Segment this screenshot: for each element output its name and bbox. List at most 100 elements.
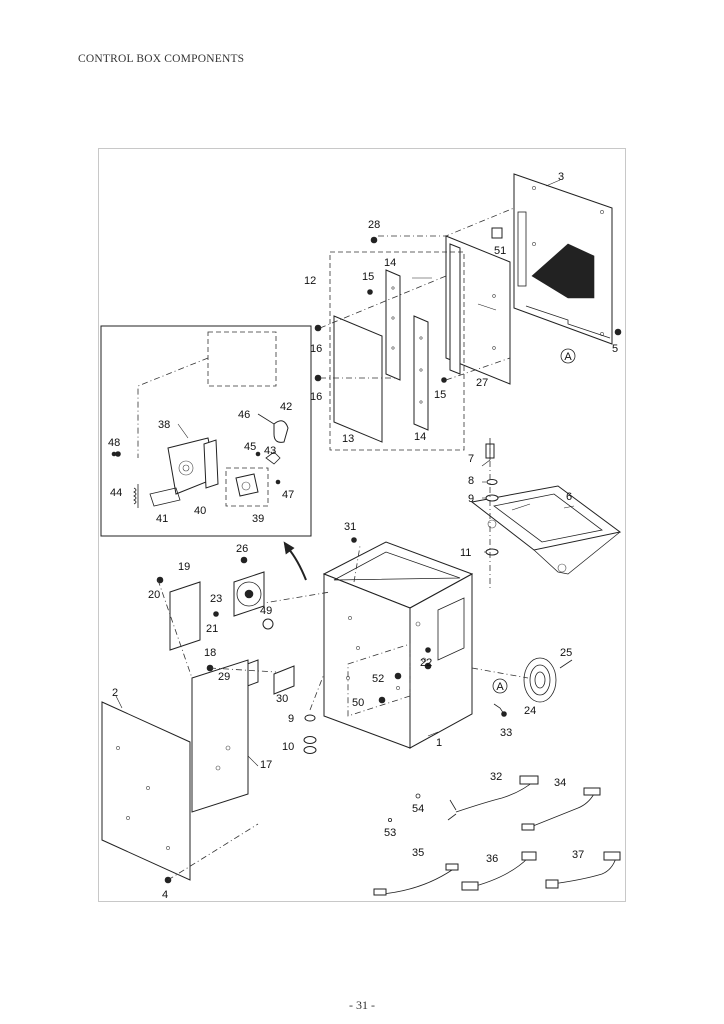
- callout-50: 50: [352, 697, 364, 709]
- cable-34: [521, 787, 601, 831]
- callout-labels: 3 51 28 12 14 15 16 16 13 14 15 27 5 42 …: [108, 171, 618, 901]
- callout-6: 6: [566, 491, 572, 503]
- callout-1: 1: [436, 737, 442, 749]
- callout-11: 11: [460, 547, 471, 559]
- callout-16b: 16: [310, 391, 322, 403]
- callout-41: 41: [156, 513, 168, 525]
- callout-14a: 14: [384, 257, 396, 269]
- callout-40: 40: [194, 505, 206, 517]
- part-54: [415, 793, 421, 799]
- callout-5: 5: [612, 343, 618, 355]
- callout-2: 2: [112, 687, 118, 699]
- callout-31: 31: [344, 521, 356, 533]
- part-30: [273, 665, 295, 695]
- callout-10: 10: [282, 741, 294, 753]
- callout-23: 23: [210, 593, 222, 605]
- callout-38: 38: [158, 419, 170, 431]
- callout-15a: 15: [362, 271, 374, 283]
- callout-7: 7: [468, 453, 474, 465]
- ref-circle-a2: [492, 678, 508, 694]
- callout-47: 47: [282, 489, 294, 501]
- cable-37: [545, 851, 621, 889]
- screw-15b: [441, 377, 447, 383]
- callout-42: 42: [280, 401, 292, 413]
- callout-21: 21: [206, 623, 218, 635]
- callout-20: 20: [148, 589, 160, 601]
- callout-35: 35: [412, 847, 424, 859]
- callout-52: 52: [372, 673, 384, 685]
- cable-35: [373, 863, 459, 896]
- part-51: [491, 227, 503, 239]
- callout-54: 54: [412, 803, 424, 815]
- page-number: - 31 -: [349, 998, 375, 1012]
- callout-18: 18: [204, 647, 216, 659]
- part-53: [387, 818, 392, 823]
- part-49: [262, 618, 274, 630]
- page-title: CONTROL BOX COMPONENTS: [78, 53, 245, 65]
- callout-45: 45: [244, 441, 256, 453]
- part-mounting-rail: [470, 485, 622, 575]
- callout-9a: 9: [468, 493, 474, 505]
- callout-12: 12: [304, 275, 316, 287]
- nut-10b: [303, 746, 317, 754]
- callout-34: 34: [554, 777, 566, 789]
- callout-27: 27: [476, 377, 488, 389]
- part-fan: [233, 571, 265, 617]
- screw-5: [614, 328, 622, 336]
- callout-3: 3: [558, 171, 564, 183]
- nut-10a: [303, 736, 317, 744]
- view-arrow: [287, 547, 307, 581]
- callout-43: 43: [264, 445, 276, 457]
- cable-32: [447, 775, 539, 821]
- screw-25: [559, 659, 573, 669]
- callout-33: 33: [500, 727, 512, 739]
- exploded-parts-diagram: A A 3 51 28 12 14 15 16 16 13 14 15 27 5…: [98, 148, 626, 902]
- callout-26: 26: [236, 543, 248, 555]
- callout-28: 28: [368, 219, 380, 231]
- part-pcb-assembly: [333, 269, 429, 443]
- leader-lines: [115, 179, 575, 767]
- callout-39: 39: [252, 513, 264, 525]
- callout-8: 8: [468, 475, 474, 487]
- callout-14b: 14: [414, 431, 426, 443]
- screw-28: [370, 236, 378, 244]
- ref-circle-a1: [560, 348, 576, 364]
- callout-37: 37: [572, 849, 584, 861]
- part-back-plate: [513, 173, 613, 345]
- callout-15b: 15: [434, 389, 446, 401]
- part-bracket: [445, 235, 511, 385]
- detail-inset-contents: [115, 331, 289, 508]
- ref-label-a1: A: [564, 351, 572, 363]
- callout-9b: 9: [288, 713, 294, 725]
- callout-48: 48: [108, 437, 120, 449]
- callout-53: 53: [384, 827, 396, 839]
- cable-36: [461, 851, 537, 891]
- part-side-plate: [169, 581, 201, 651]
- callout-4: 4: [162, 889, 168, 901]
- screw-15a: [367, 289, 373, 295]
- screw-21: [213, 611, 219, 617]
- callout-24: 24: [524, 705, 536, 717]
- screw-22: [425, 647, 431, 653]
- callout-30: 30: [276, 693, 288, 705]
- callout-13: 13: [342, 433, 354, 445]
- part-main-cabinet: [322, 541, 474, 749]
- callout-51: 51: [494, 245, 506, 257]
- ref-label-a2: A: [496, 681, 504, 693]
- pcb-group-box: [329, 251, 465, 451]
- callout-44: 44: [110, 487, 122, 499]
- callout-19: 19: [178, 561, 190, 573]
- callout-25: 25: [560, 647, 572, 659]
- callout-22: 22: [420, 657, 432, 669]
- callout-46: 46: [238, 409, 250, 421]
- part-pcb-17: [191, 659, 249, 813]
- screw-31: [351, 537, 357, 543]
- part-side-panel: [101, 701, 191, 881]
- part-bolt-stack: [485, 438, 499, 556]
- washer-9b: [304, 714, 316, 722]
- callout-32: 32: [490, 771, 502, 783]
- screw-48: [111, 451, 117, 457]
- screw-26: [240, 556, 248, 564]
- callout-29: 29: [218, 671, 230, 683]
- diagram-frame: [98, 148, 626, 902]
